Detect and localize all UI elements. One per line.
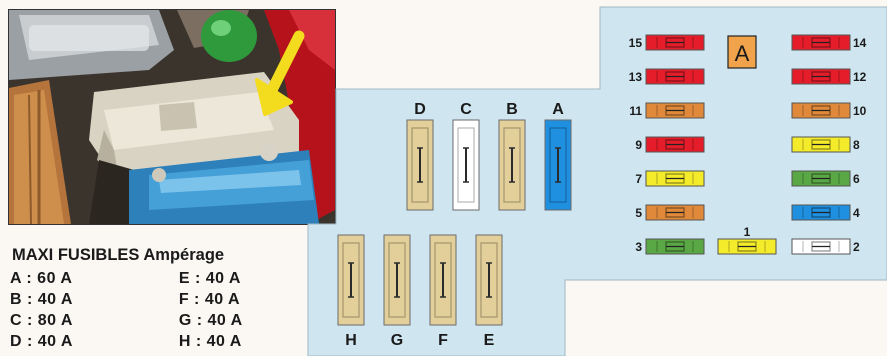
- mini-fuse: [792, 239, 850, 254]
- maxi-fuse: [384, 235, 410, 325]
- mini-fuse: [718, 239, 776, 254]
- mini-fuse-number: 14: [853, 36, 867, 50]
- legend-entry: G : 40 A: [177, 312, 298, 330]
- mini-fuse: [792, 171, 850, 186]
- mini-fuse-number: 13: [629, 70, 643, 84]
- legend-row: D : 40 A H : 40 A: [8, 331, 298, 352]
- maxi-fuse: [545, 120, 571, 210]
- mini-fuse-number: 12: [853, 70, 867, 84]
- legend-title: MAXI FUSIBLES Ampérage: [12, 246, 298, 265]
- maxi-fuse: [453, 120, 479, 210]
- mini-fuse: [792, 69, 850, 84]
- legend-row: C : 80 A G : 40 A: [8, 310, 298, 331]
- mini-fuse-number: 6: [853, 172, 860, 186]
- mini-fuse-number: 4: [853, 206, 860, 220]
- mini-fuse-number: 7: [635, 172, 642, 186]
- maxi-fuse-label: C: [460, 101, 472, 118]
- mini-fuse-number: 8: [853, 138, 860, 152]
- mini-fuse: [646, 239, 704, 254]
- mini-fuse: [792, 137, 850, 152]
- legend-row: A : 60 A E : 40 A: [8, 268, 298, 289]
- maxi-fuse: [407, 120, 433, 210]
- legend-entry: E : 40 A: [177, 270, 298, 288]
- maxi-fuse-label: F: [438, 332, 448, 349]
- maxi-fuse-label: A: [552, 101, 564, 118]
- mini-fuse-number: 1: [744, 225, 751, 239]
- mini-fuse: [646, 103, 704, 118]
- mini-fuse: [646, 205, 704, 220]
- mini-fuse: [792, 205, 850, 220]
- mini-fuse: [646, 69, 704, 84]
- mini-fuse-number: 2: [853, 240, 860, 254]
- mini-fuse-number: 11: [629, 104, 642, 118]
- legend-entry: B : 40 A: [8, 291, 177, 309]
- mini-fuse: [792, 35, 850, 50]
- maxi-fuse: [338, 235, 364, 325]
- maxi-fuse-legend: MAXI FUSIBLES Ampérage A : 60 A E : 40 A…: [8, 246, 298, 356]
- maxi-fuse-label: B: [506, 101, 518, 118]
- legend-entry: A : 60 A: [8, 270, 177, 288]
- legend-entry: C : 80 A: [8, 312, 177, 330]
- legend-entry: F : 40 A: [177, 291, 298, 309]
- mini-fuse-number: 9: [635, 138, 642, 152]
- mini-fuse: [646, 171, 704, 186]
- fuse-box-badge: A: [728, 36, 756, 68]
- mini-fuse: [792, 103, 850, 118]
- mini-fuse-number: 15: [629, 36, 643, 50]
- mini-fuse: [646, 137, 704, 152]
- mini-fuse-number: 5: [635, 206, 642, 220]
- maxi-fuse-label: G: [391, 332, 403, 349]
- mini-fuse: [646, 35, 704, 50]
- maxi-fuse: [476, 235, 502, 325]
- legend-entry: H : 40 A: [177, 333, 298, 351]
- mini-fuse-number: 3: [635, 240, 642, 254]
- maxi-fuse: [499, 120, 525, 210]
- maxi-fuse: [430, 235, 456, 325]
- maxi-fuse-label: D: [414, 101, 426, 118]
- mini-fuse-number: 10: [853, 104, 867, 118]
- fuse-box-badge-label: A: [735, 41, 750, 66]
- maxi-fuse-label: E: [484, 332, 495, 349]
- legend-entry: D : 40 A: [8, 333, 177, 351]
- legend-row: B : 40 A F : 40 A: [8, 289, 298, 310]
- maxi-fuse-label: H: [345, 332, 357, 349]
